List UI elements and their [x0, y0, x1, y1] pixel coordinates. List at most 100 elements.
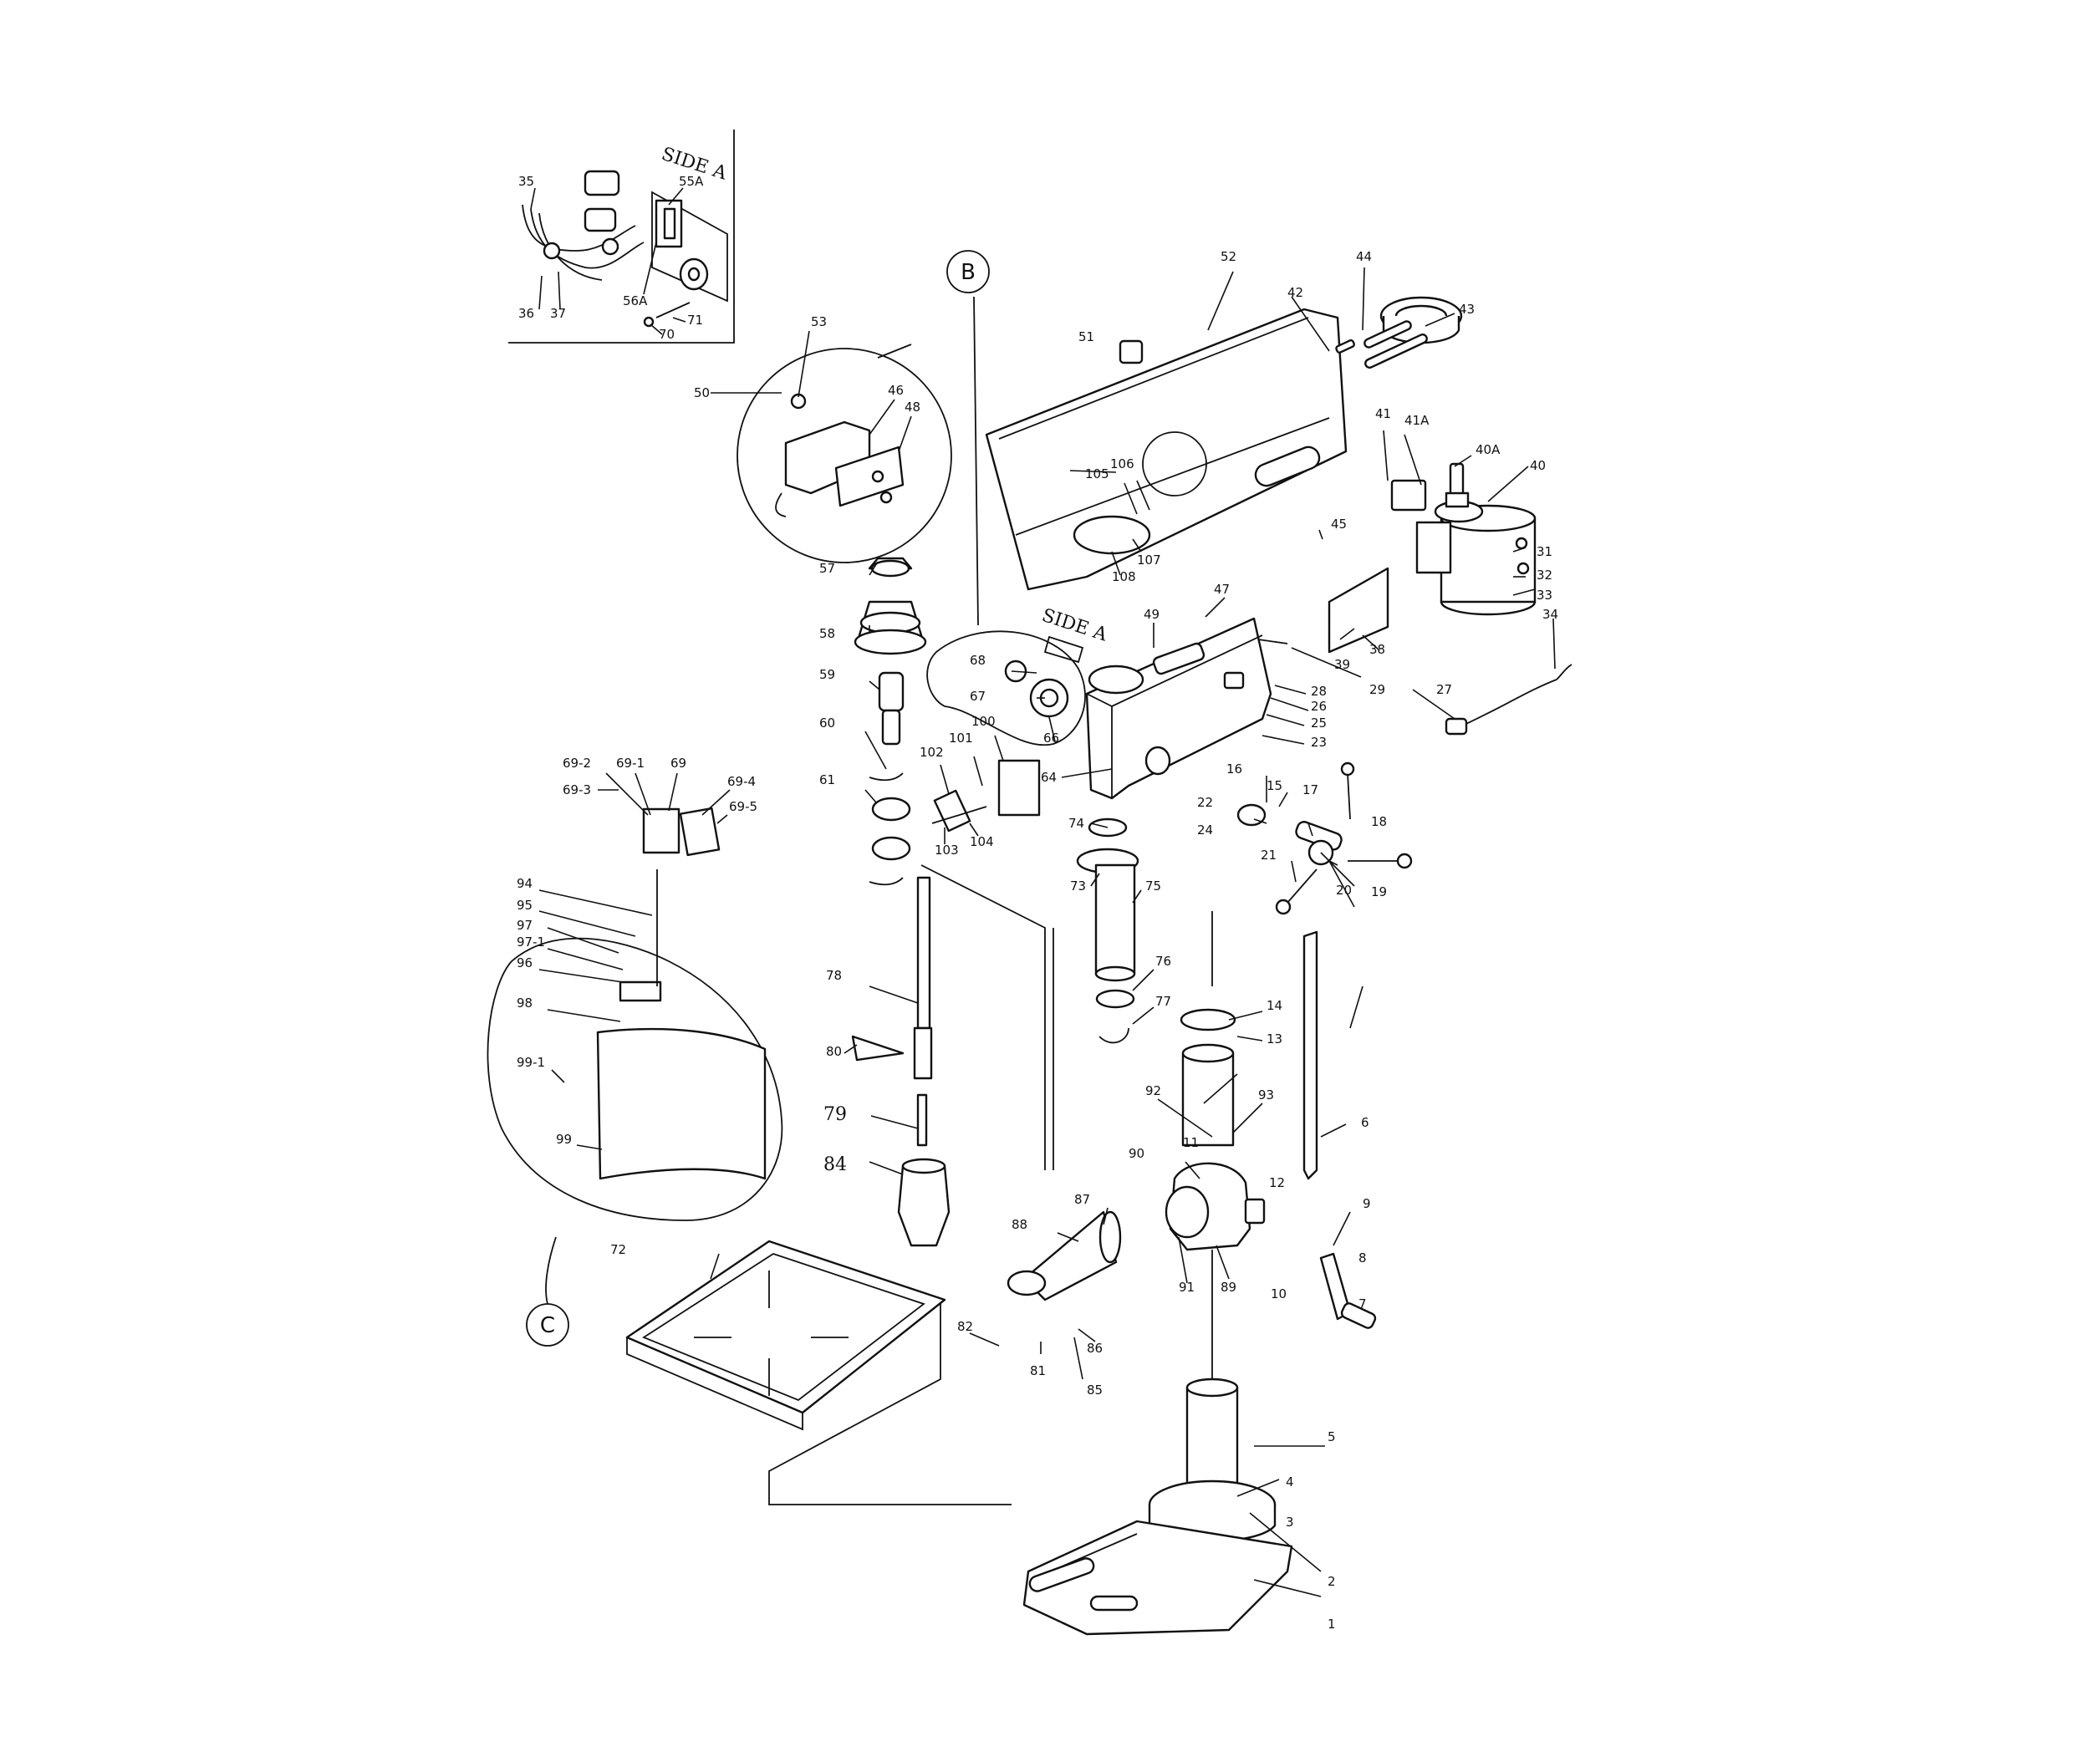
- label-70: 70: [659, 327, 675, 342]
- label-74: 74: [1068, 816, 1084, 831]
- label-79: 79: [823, 1104, 847, 1125]
- side-a-inset: SIDE A: [508, 130, 735, 344]
- label-59: 59: [819, 667, 835, 682]
- label-92: 92: [1145, 1083, 1161, 1098]
- label-61: 61: [819, 772, 835, 787]
- label-48: 48: [905, 400, 920, 415]
- spring-detail: [926, 296, 1086, 746]
- leader-lines: [530, 187, 1556, 1597]
- label-40: 40: [1530, 458, 1546, 473]
- label-75: 75: [1145, 878, 1161, 894]
- label-43: 43: [1459, 302, 1475, 317]
- label-103: 103: [935, 843, 959, 858]
- table-arm: [1007, 1210, 1122, 1301]
- label-41: 41: [1375, 406, 1391, 421]
- label-107: 107: [1137, 553, 1161, 568]
- detail-marker-b: B: [946, 250, 990, 293]
- label-42: 42: [1287, 285, 1303, 300]
- label-39: 39: [1334, 657, 1350, 672]
- label-53: 53: [811, 314, 827, 329]
- label-33: 33: [1537, 588, 1552, 603]
- label-60: 60: [819, 716, 835, 731]
- label-105: 105: [1085, 466, 1109, 481]
- label-94: 94: [517, 876, 533, 891]
- label-14: 14: [1267, 998, 1282, 1013]
- label-57: 57: [819, 561, 835, 576]
- label-91: 91: [1179, 1280, 1195, 1295]
- label-16: 16: [1226, 761, 1242, 777]
- chuck-guard: [487, 807, 783, 1305]
- label-68: 68: [970, 653, 986, 668]
- label-85: 85: [1087, 1383, 1103, 1398]
- label-69-1: 69-1: [616, 756, 645, 771]
- label-101: 101: [949, 731, 973, 746]
- label-31: 31: [1537, 544, 1552, 559]
- detail-b-label: B: [961, 260, 976, 285]
- label-90: 90: [1129, 1146, 1144, 1161]
- label-99: 99: [556, 1132, 572, 1147]
- label-78: 78: [826, 968, 842, 983]
- label-56a: 56A: [623, 293, 648, 308]
- label-18: 18: [1371, 814, 1387, 829]
- label-69-5: 69-5: [729, 799, 757, 814]
- base-column: [1022, 1378, 1293, 1636]
- label-73: 73: [1070, 878, 1086, 894]
- label-11: 11: [1183, 1135, 1199, 1150]
- label-104: 104: [970, 834, 994, 849]
- label-106: 106: [1110, 456, 1134, 471]
- label-87: 87: [1074, 1192, 1090, 1207]
- label-98: 98: [517, 996, 533, 1011]
- label-86: 86: [1087, 1341, 1103, 1356]
- label-13: 13: [1267, 1031, 1282, 1047]
- label-32: 32: [1537, 568, 1552, 583]
- label-17: 17: [1302, 782, 1318, 797]
- label-28: 28: [1311, 684, 1327, 699]
- switch-detail: [737, 344, 952, 563]
- label-93: 93: [1258, 1087, 1274, 1103]
- label-55a: 55A: [679, 174, 704, 189]
- label-21: 21: [1261, 848, 1277, 863]
- label-7: 7: [1358, 1296, 1367, 1311]
- label-84: 84: [823, 1154, 847, 1175]
- label-6: 6: [1361, 1115, 1369, 1130]
- label-1: 1: [1328, 1617, 1336, 1632]
- label-36: 36: [518, 306, 534, 321]
- label-80: 80: [826, 1044, 842, 1059]
- label-41a: 41A: [1404, 413, 1430, 428]
- spindle-pulley: [854, 557, 927, 746]
- head-casting: [1085, 617, 1288, 800]
- label-25: 25: [1311, 716, 1327, 731]
- detail-marker-c: C: [526, 1303, 569, 1347]
- label-47: 47: [1214, 582, 1230, 597]
- label-50: 50: [694, 385, 710, 400]
- label-15: 15: [1267, 778, 1282, 793]
- label-64: 64: [1041, 770, 1057, 785]
- label-45: 45: [1331, 517, 1347, 532]
- label-10: 10: [1271, 1286, 1287, 1301]
- label-9: 9: [1363, 1196, 1371, 1211]
- label-35: 35: [518, 174, 534, 189]
- detail-c-label: C: [540, 1313, 555, 1338]
- crank-handle: [1319, 1252, 1377, 1329]
- label-8: 8: [1358, 1250, 1367, 1266]
- label-2: 2: [1328, 1574, 1336, 1589]
- power-cord: [1445, 664, 1572, 736]
- label-37: 37: [550, 306, 566, 321]
- label-24: 24: [1197, 822, 1213, 838]
- label-27: 27: [1436, 682, 1452, 697]
- bearings: [869, 772, 911, 886]
- label-67: 67: [970, 689, 986, 704]
- belt-cover: [985, 308, 1348, 591]
- label-76: 76: [1155, 954, 1171, 969]
- label-52: 52: [1221, 249, 1236, 264]
- label-38: 38: [1369, 642, 1385, 657]
- label-20: 20: [1336, 883, 1352, 898]
- rack: [1302, 930, 1318, 1180]
- label-71: 71: [687, 313, 703, 328]
- label-95: 95: [517, 898, 533, 913]
- side-a-arrow: SIDE A: [1039, 605, 1110, 664]
- label-77: 77: [1155, 994, 1171, 1009]
- part-number-labels: 1 2 3 4 5 6 7 8 9 10 11 12 13 14 15 16 1…: [517, 174, 1558, 1632]
- label-82: 82: [957, 1319, 973, 1334]
- label-97: 97: [517, 918, 533, 933]
